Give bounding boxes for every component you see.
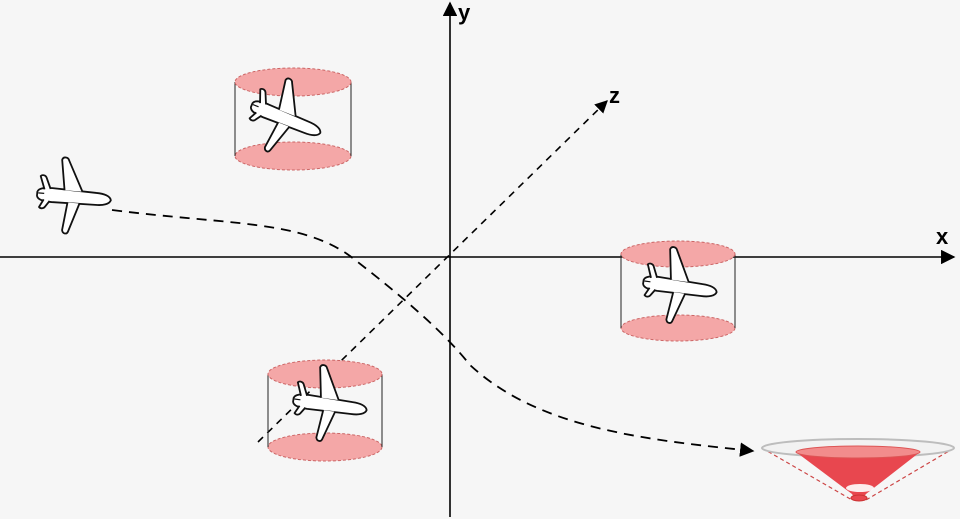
z-axis-label: z — [609, 83, 620, 108]
flight-trajectory — [111, 209, 755, 457]
x-axis-label: x — [936, 224, 949, 249]
airplane-icon — [33, 154, 116, 239]
cone-funnel — [761, 438, 955, 502]
y-axis-label: y — [458, 0, 471, 25]
holding-zone-right — [620, 240, 736, 342]
